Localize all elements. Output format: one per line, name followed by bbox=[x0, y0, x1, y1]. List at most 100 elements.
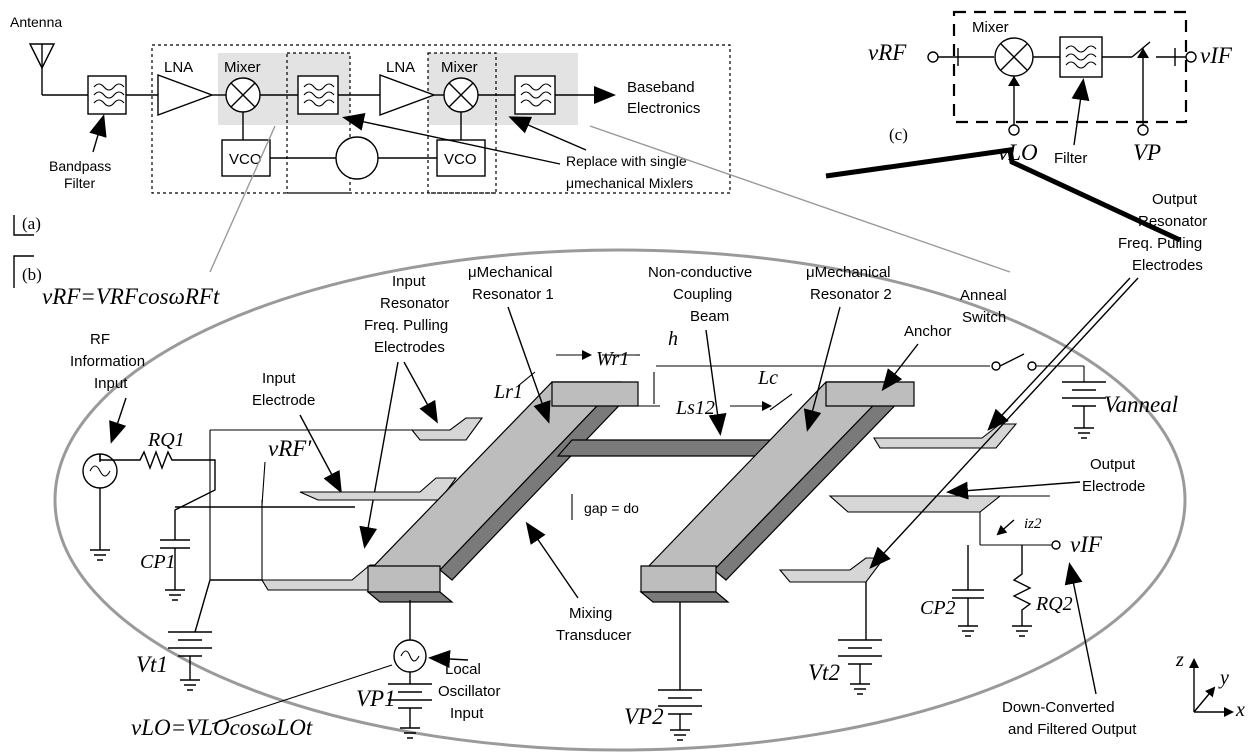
vt1-label: Vt1 bbox=[136, 652, 168, 677]
replace-label-1: Replace with single bbox=[566, 153, 687, 169]
output-resonator-label-4: Electrodes bbox=[1132, 257, 1203, 274]
input-resonator-label-1: Input bbox=[392, 273, 426, 290]
replace-label-2: μmechanical Mixlers bbox=[566, 175, 693, 191]
cp2-label: CP2 bbox=[920, 597, 956, 619]
input-electrode-label-2: Electrode bbox=[252, 392, 315, 409]
c-vrf-label: vRF bbox=[868, 40, 907, 65]
rq1-label: RQ1 bbox=[147, 429, 185, 451]
gap-label: gap = do bbox=[584, 500, 639, 516]
mixer1-icon bbox=[226, 78, 260, 112]
coupling-beam bbox=[558, 440, 770, 456]
lna1-label: LNA bbox=[164, 59, 193, 76]
coupling-label-2: Coupling bbox=[673, 286, 732, 303]
vp1-label: VP1 bbox=[356, 686, 396, 711]
c-vif-label: vIF bbox=[1200, 43, 1233, 68]
c-filter-icon bbox=[1060, 37, 1102, 77]
vanneal-label: Vanneal bbox=[1104, 392, 1178, 417]
mixing-label-1: Mixing bbox=[569, 605, 612, 622]
antenna-icon bbox=[30, 44, 88, 95]
panel-c: vRF Mixer vIF vLO Filter VP (c) bbox=[868, 12, 1233, 167]
anneal-label-2: Switch bbox=[962, 309, 1006, 326]
vt2-battery bbox=[838, 640, 882, 694]
local-osc-label-3: Input bbox=[450, 705, 484, 722]
vrf-prime-label: vRF′ bbox=[268, 436, 312, 461]
res2-label-1: μMechanical bbox=[806, 264, 891, 281]
vanneal-battery bbox=[1062, 382, 1106, 438]
coupling-label-3: Beam bbox=[690, 308, 729, 325]
lo-source-icon bbox=[394, 640, 426, 672]
panel-b-label: (b) bbox=[22, 265, 42, 284]
lna2-amplifier-icon bbox=[380, 75, 434, 115]
vt2-label: Vt2 bbox=[808, 660, 840, 685]
vif-label: vIF bbox=[1070, 532, 1103, 557]
c-mixer-label: Mixer bbox=[972, 19, 1009, 36]
h-label: h bbox=[668, 328, 678, 350]
axis-z-label: z bbox=[1175, 649, 1184, 671]
panel-a-label: (a) bbox=[22, 214, 41, 233]
downconv-label-1: Down-Converted bbox=[1002, 699, 1115, 716]
bandpass-label-2: Filter bbox=[64, 175, 95, 191]
mixing-label-2: Transducer bbox=[556, 627, 631, 644]
output-electrode-label-2: Electrode bbox=[1082, 478, 1145, 495]
vco2-label: VCO bbox=[444, 151, 477, 168]
input-resonator-label-3: Freq. Pulling bbox=[364, 317, 448, 334]
downconv-label-2: and Filtered Output bbox=[1008, 721, 1137, 738]
cp2-capacitor bbox=[952, 545, 984, 636]
anchor-label: Anchor bbox=[904, 323, 952, 340]
coupling-label-1: Non-conductive bbox=[648, 264, 752, 281]
bandpass-filter-icon bbox=[88, 76, 126, 114]
anneal-label-1: Anneal bbox=[960, 287, 1007, 304]
filter1-icon bbox=[298, 76, 338, 114]
baseband-label-2: Electronics bbox=[627, 100, 700, 117]
cp1-label: CP1 bbox=[140, 551, 176, 573]
ls12-label: Ls12 bbox=[675, 397, 715, 419]
axis-y-label: y bbox=[1218, 667, 1229, 689]
output-resonator-label-2: Resonator bbox=[1138, 213, 1207, 230]
res1-label-2: Resonator 1 bbox=[472, 286, 554, 303]
filter2-icon bbox=[515, 76, 555, 114]
output-resonator-label-1: Output bbox=[1152, 191, 1198, 208]
panel-c-label: (c) bbox=[889, 125, 908, 144]
c-vp-label: VP bbox=[1133, 140, 1161, 165]
axis-x-label: x bbox=[1235, 699, 1245, 721]
rq1-resistor bbox=[133, 452, 215, 540]
vt1-battery bbox=[168, 632, 212, 690]
output-pull-electrode-bottom bbox=[780, 558, 884, 582]
lr1-label: Lr1 bbox=[493, 381, 523, 403]
mixer2-label: Mixer bbox=[441, 59, 478, 76]
panel-a: Antenna Bandpass Filter LNA Mixer LNA bbox=[10, 14, 730, 235]
reference-oscillator-circle bbox=[336, 137, 378, 179]
vp2-label: VP2 bbox=[624, 704, 664, 729]
output-electrode-label-1: Output bbox=[1090, 456, 1136, 473]
output-electrode bbox=[830, 496, 1000, 512]
panel-b: (b) vRF=VRFcosωRFt vLO=VLOcosωLOt RF Inf… bbox=[14, 191, 1245, 750]
rf-info-label-3: Input bbox=[94, 375, 128, 392]
rf-info-label-1: RF bbox=[90, 331, 110, 348]
lna2-label: LNA bbox=[386, 59, 415, 76]
rf-info-label-2: Information bbox=[70, 353, 145, 370]
rq2-resistor bbox=[1012, 545, 1032, 636]
rq2-label: RQ2 bbox=[1035, 593, 1073, 615]
input-resonator-label-4: Electrodes bbox=[374, 339, 445, 356]
c-filter-label: Filter bbox=[1054, 150, 1087, 167]
local-osc-label-1: Local bbox=[445, 661, 481, 678]
output-resonator-label-3: Freq. Pulling bbox=[1118, 235, 1202, 252]
bandpass-label-1: Bandpass bbox=[49, 158, 111, 174]
res1-label-1: μMechanical bbox=[468, 264, 553, 281]
lna1-amplifier-icon bbox=[158, 75, 212, 115]
vrf-equation: vRF=VRFcosωRFt bbox=[42, 284, 220, 309]
input-resonator-label-2: Resonator bbox=[380, 295, 449, 312]
mixer2-icon bbox=[444, 78, 478, 112]
input-electrode bbox=[300, 478, 456, 500]
input-electrode-label-1: Input bbox=[262, 370, 296, 387]
input-pull-electrode-top bbox=[412, 418, 482, 440]
res2-label-2: Resonator 2 bbox=[810, 286, 892, 303]
lc-label: Lc bbox=[757, 367, 778, 389]
c-mixer-icon bbox=[995, 38, 1033, 76]
vp2-battery bbox=[658, 690, 702, 740]
local-osc-label-2: Oscillator bbox=[438, 683, 501, 700]
antenna-label: Antenna bbox=[10, 14, 62, 30]
vlo-equation: vLO=VLOcosωLOt bbox=[131, 715, 313, 740]
iz2-label: iz2 bbox=[1024, 516, 1042, 532]
